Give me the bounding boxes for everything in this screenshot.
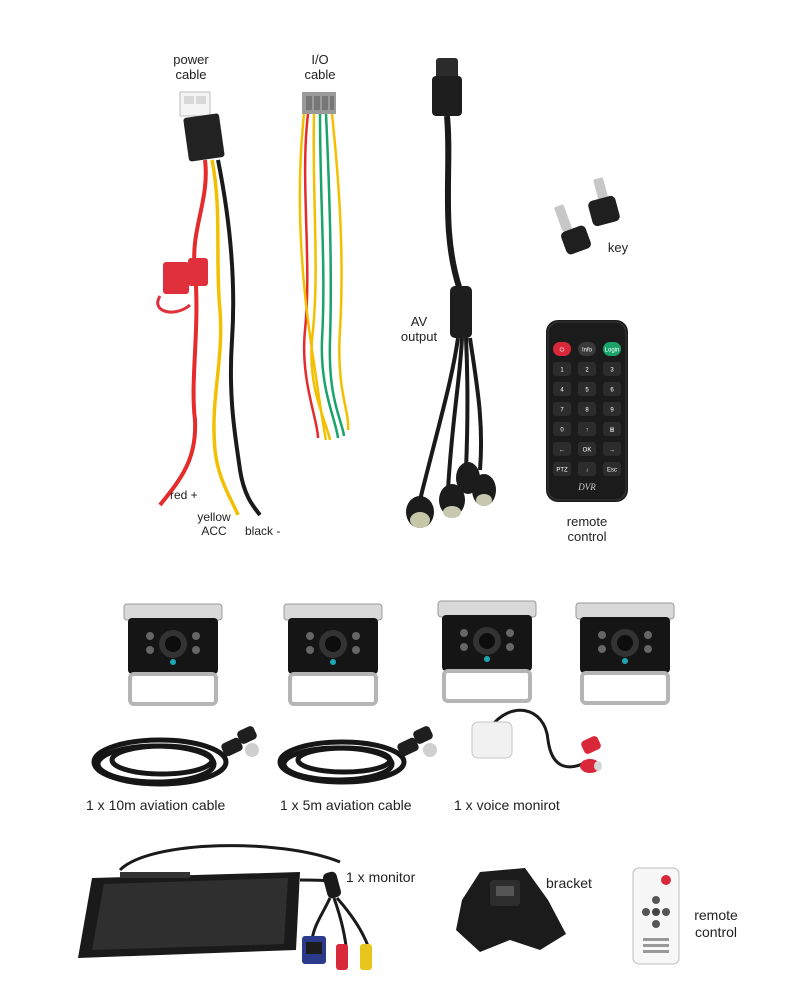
remote-brand: DVR: [577, 482, 596, 492]
power-yellow-wire: [210, 159, 240, 516]
remote-key-label-row6-0: ←: [559, 448, 565, 454]
caption-5m-cable: 1 x 5m aviation cable: [280, 797, 412, 813]
remote-key-row7-2: [603, 462, 621, 476]
remote-key-row3-2: [603, 382, 621, 396]
caption-voice-monitor-text: 1 x voice monirot: [454, 797, 560, 813]
remote-key-row1-1: [578, 342, 596, 356]
caption-monitor-text: 1 x monitor: [346, 869, 416, 885]
label-remote-control-top: remote control: [552, 514, 622, 544]
remote-key-row5-2: [603, 422, 621, 436]
voice-monitor-device: [471, 708, 602, 773]
remote-key-label-row6-1: OK: [583, 448, 592, 454]
label-red-text: red +: [170, 488, 198, 502]
monitor-device: [78, 844, 372, 970]
keys-image: [554, 177, 620, 255]
label-yellow-acc: yellow ACC: [194, 510, 234, 538]
aviation-cable-10m: [91, 726, 259, 787]
remote-key-row3-0: [553, 382, 571, 396]
remote-key-label-row4-2: 9: [610, 408, 614, 414]
remote-key-row3-1: [578, 382, 596, 396]
caption-5m-cable-text: 1 x 5m aviation cable: [280, 797, 412, 813]
remote-key-row5-0: [553, 422, 571, 436]
io-connector: [302, 92, 336, 114]
label-red: red +: [170, 488, 198, 502]
camera-3: [437, 600, 537, 703]
remote-key-row6-0: [553, 442, 571, 456]
remote-key-row4-0: [553, 402, 571, 416]
remote-key-label-row5-2: ⊞: [609, 428, 614, 434]
remote-key-label-row6-2: →: [609, 448, 615, 454]
remote-key-label-row3-1: 5: [585, 388, 589, 394]
remote-key-label-row7-0: PTZ: [556, 468, 568, 474]
remote-key-label-row7-1: ↓: [586, 468, 589, 474]
remote-key-row2-0: [553, 362, 571, 376]
power-black-wire: [216, 159, 262, 517]
remote-key-label-row3-0: 4: [560, 388, 564, 394]
remote-key-row4-1: [578, 402, 596, 416]
caption-10m-cable: 1 x 10m aviation cable: [86, 797, 225, 813]
label-io-cable: I/O cable: [294, 52, 346, 82]
mini-remote-image: [632, 867, 680, 965]
remote-key-row1-0: [553, 342, 571, 356]
remote-key-label-row5-1: ↑: [586, 428, 589, 434]
label-io-cable-text: I/O cable: [304, 52, 336, 82]
remote-key-row2-1: [578, 362, 596, 376]
remote-key-label-row4-1: 8: [585, 408, 589, 414]
label-yellow-acc-text: yellow ACC: [197, 510, 231, 538]
remote-key-label-row1-0: ⏻: [560, 347, 565, 354]
fuse-holder: [156, 258, 208, 314]
label-black-text: black -: [245, 524, 281, 538]
label-av-output-text: AV output: [400, 314, 438, 344]
label-av-output: AV output: [394, 314, 444, 344]
remote-key-row7-0: [553, 462, 571, 476]
caption-bracket: bracket: [546, 875, 592, 891]
camera-4: [575, 602, 675, 705]
remote-key-row2-2: [603, 362, 621, 376]
remote-key-label-row7-2: Esc: [607, 468, 617, 474]
remote-key-row6-1: [578, 442, 596, 456]
remote-key-label-row2-0: 1: [560, 368, 564, 374]
av-output-cable: [406, 58, 496, 528]
label-power-cable: power cable: [166, 52, 216, 82]
caption-bracket-text: bracket: [546, 875, 592, 891]
remote-key-label-row4-0: 7: [560, 408, 564, 414]
camera-1: [123, 603, 223, 706]
power-red-wire: [158, 159, 208, 507]
remote-key-row4-2: [603, 402, 621, 416]
remote-key-row6-2: [603, 442, 621, 456]
caption-remote-control-bottom-text: remote control: [694, 907, 738, 940]
remote-key-label-row5-0: 0: [560, 428, 564, 434]
label-power-cable-text: power cable: [173, 52, 209, 82]
caption-remote-control-bottom: remote control: [686, 907, 746, 941]
remote-key-label-row1-1: Info: [582, 348, 593, 354]
bracket-image: [456, 868, 566, 952]
label-black: black -: [245, 524, 280, 538]
remote-keypad: ⏻ Info Login 1 2 3 4 5 6 7 8 9 0 ↑ ⊞ ← OK → PTZ ↓ Esc: [553, 342, 621, 476]
remote-key-label-row1-2: Login: [605, 348, 620, 354]
remote-key-label-row2-1: 2: [585, 368, 589, 374]
label-key-text: key: [607, 240, 629, 255]
label-remote-control-top-text: remote control: [566, 514, 608, 544]
camera-2: [283, 603, 383, 706]
power-connector: [179, 91, 225, 162]
remote-key-row7-1: [578, 462, 596, 476]
remote-key-label-row2-2: 3: [610, 368, 614, 374]
caption-monitor: 1 x monitor: [346, 869, 415, 885]
caption-10m-cable-text: 1 x 10m aviation cable: [86, 797, 226, 813]
label-key: key: [600, 240, 636, 255]
aviation-cable-5m: [277, 726, 437, 785]
remote-key-row5-1: [578, 422, 596, 436]
remote-key-label-row3-2: 6: [610, 388, 614, 394]
caption-voice-monitor: 1 x voice monirot: [454, 797, 560, 813]
remote-key-row1-2: [603, 342, 621, 356]
